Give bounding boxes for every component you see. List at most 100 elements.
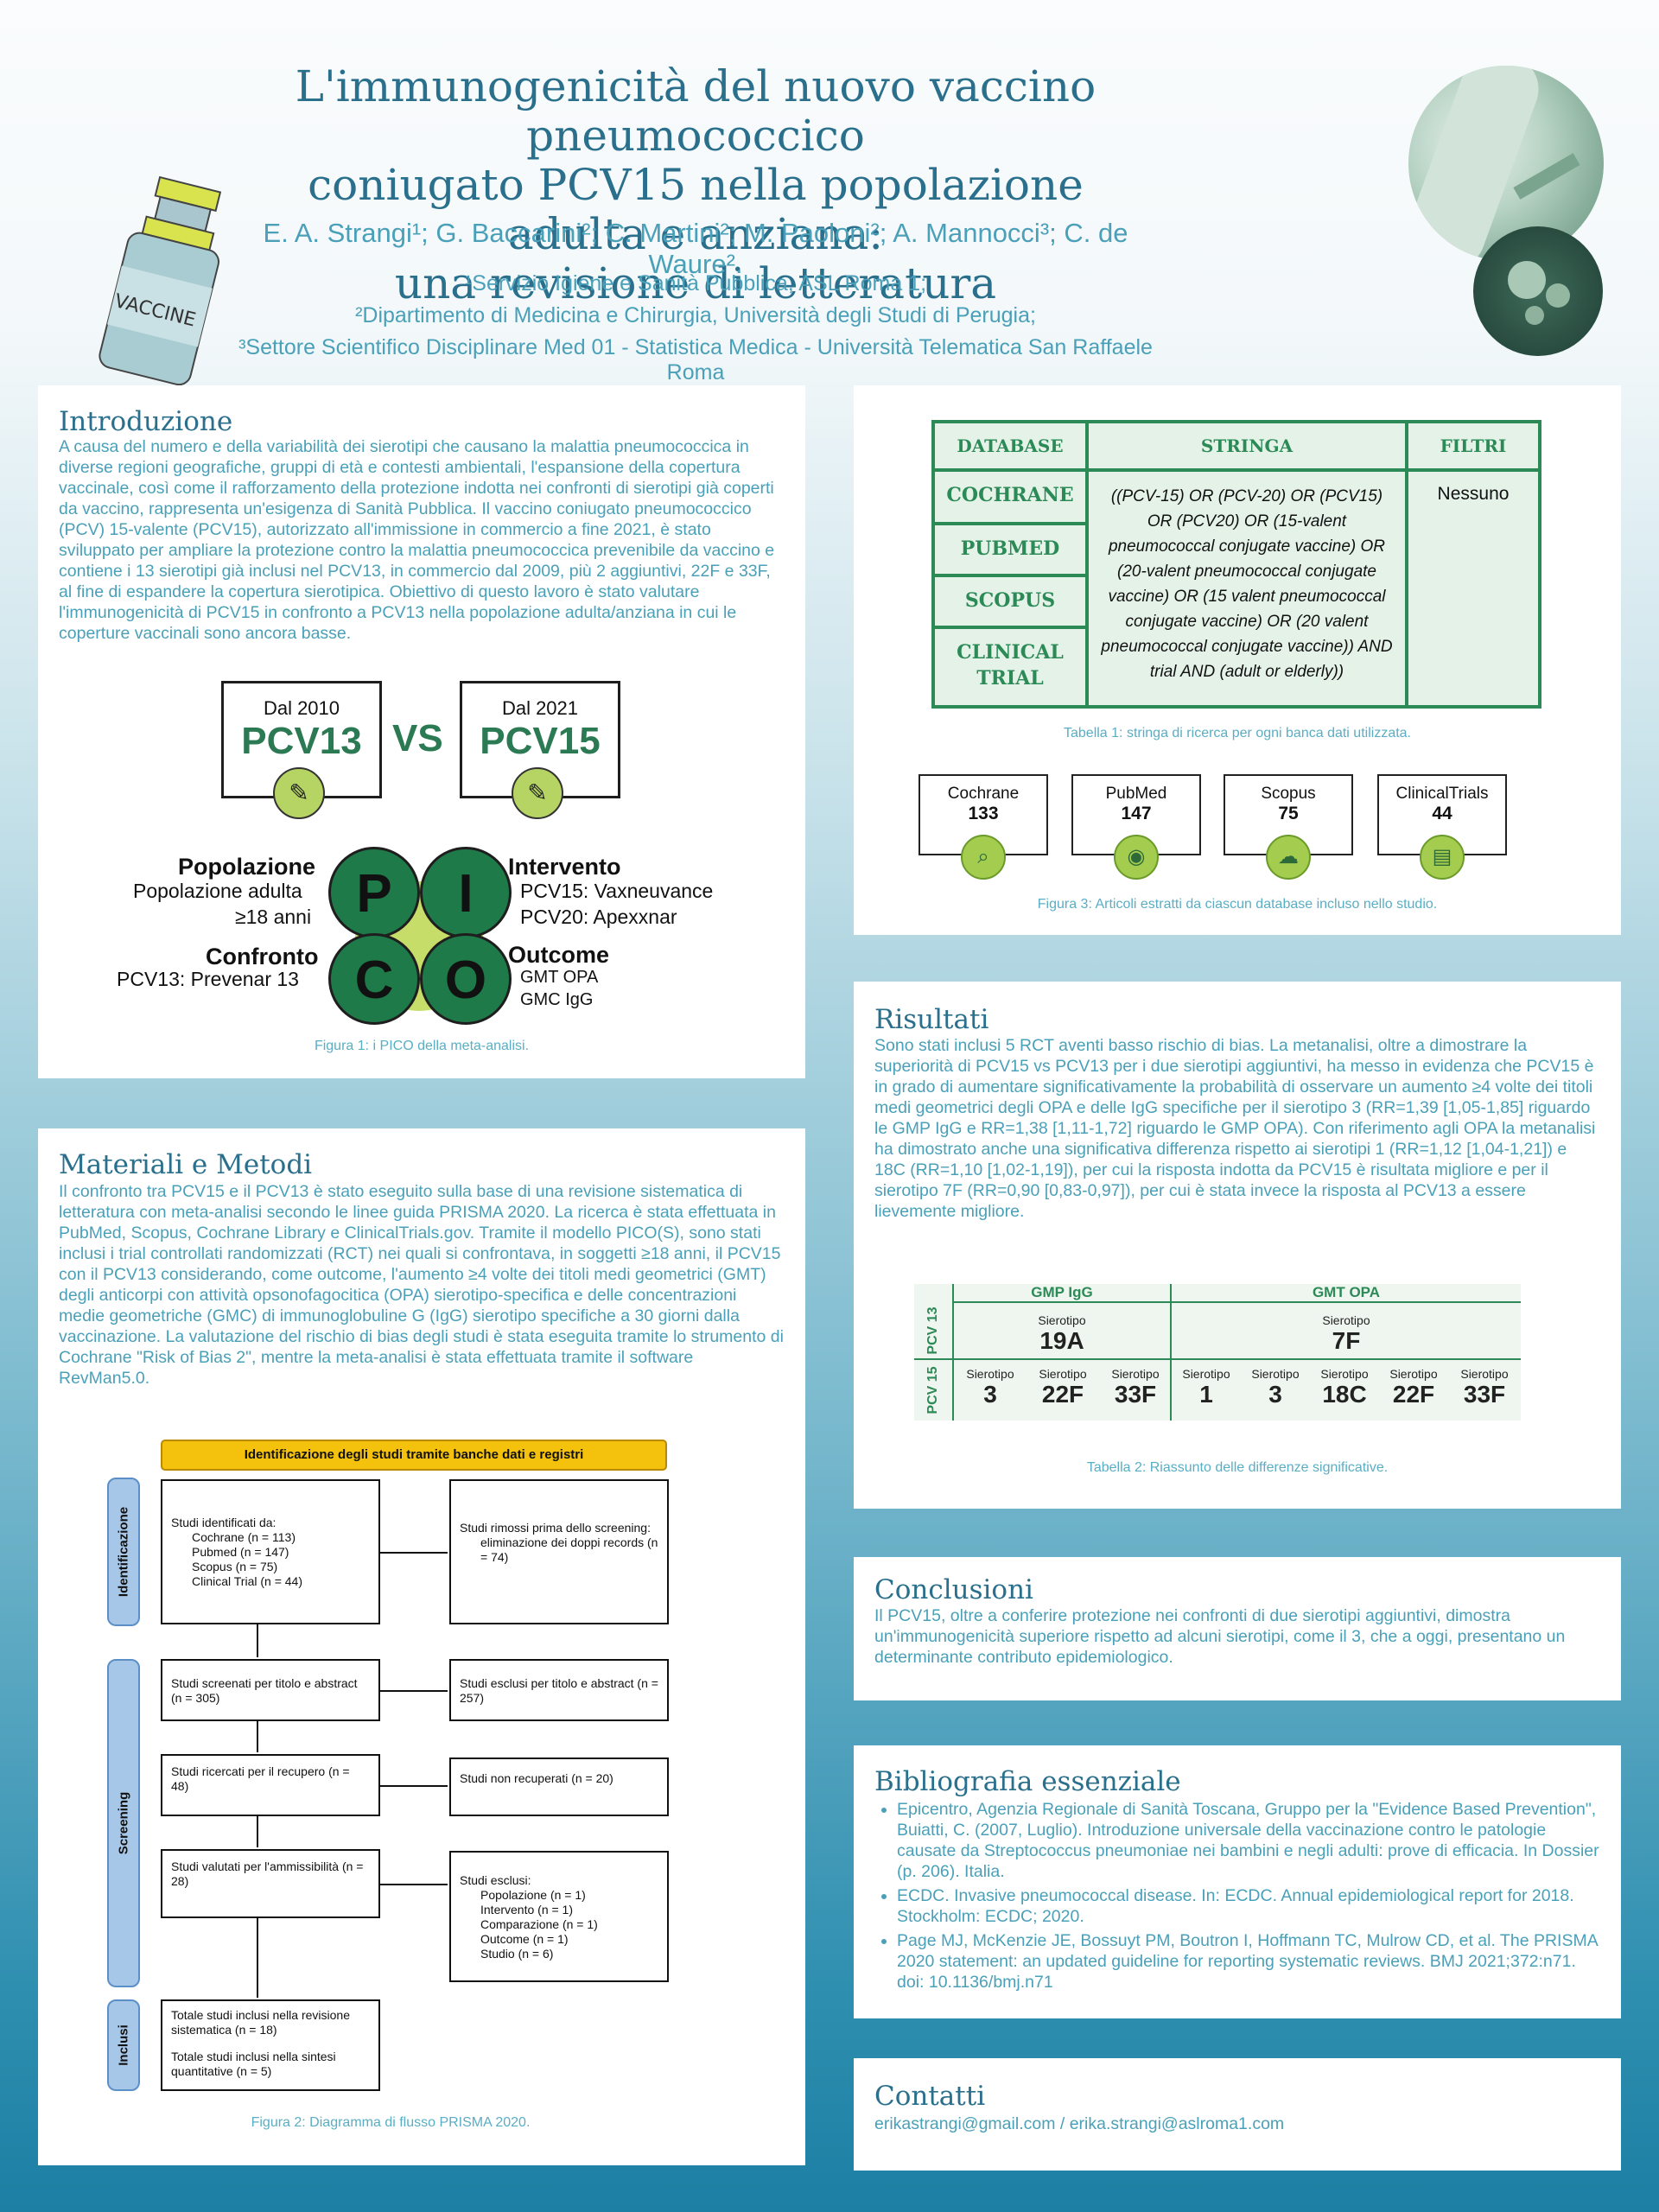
methods-title: Materiali e Metodi	[59, 1149, 313, 1180]
conclusions-title: Conclusioni	[874, 1574, 1033, 1605]
excluded-line: Studi esclusi:	[460, 1873, 531, 1887]
conclusions-text: Il PCV15, oltre a conferire protezione n…	[874, 1606, 1566, 1667]
pico-popolazione-title: Popolazione	[178, 854, 316, 880]
bibliography-panel	[854, 1745, 1621, 2018]
pcv13-opa-serotype: 7F	[1332, 1327, 1361, 1354]
identified-line: Clinical Trial (n = 44)	[192, 1574, 302, 1588]
prisma-header-label: Identificazione degli studi tramite banc…	[244, 1447, 584, 1462]
box-excluded-title: Studi esclusi per titolo e abstract (n =…	[449, 1659, 669, 1721]
database-pubmed: PUBMED	[960, 537, 1060, 560]
identified-line: Pubmed (n = 147)	[192, 1545, 289, 1559]
flow-arrow	[257, 1721, 258, 1752]
db-name: PubMed	[1105, 785, 1167, 803]
phase-screening: Screening	[107, 1659, 140, 1987]
pcv13-name: PCV13	[241, 720, 362, 762]
pico-letter-p: P	[328, 847, 420, 938]
search-icon: ⌕	[961, 835, 1006, 880]
prisma-header: Identificazione degli studi tramite banc…	[161, 1440, 667, 1471]
results-panel	[854, 982, 1621, 1509]
removed-line: eliminazione dei doppi records (n = 74)	[480, 1535, 658, 1564]
serotype-label: Sierotipo	[1320, 1367, 1369, 1381]
excluded-line: Intervento (n = 1)	[480, 1903, 574, 1916]
pico-confronto-title: Confronto	[206, 944, 319, 969]
table2-caption: Tabella 2: Riassunto delle differenze si…	[1086, 1460, 1389, 1475]
excluded-line: Outcome (n = 1)	[480, 1932, 569, 1946]
excluded-line: Comparazione (n = 1)	[480, 1917, 598, 1931]
intro-text: A causa del numero e della variabilità d…	[59, 437, 775, 643]
bibliography-item: ECDC. Invasive pneumococcal disease. In:…	[897, 1885, 1605, 1927]
column-header-stringa: STRINGA	[1200, 435, 1294, 456]
column-header-gmt-opa: GMT OPA	[1312, 1284, 1381, 1300]
filter-value: Nessuno	[1437, 484, 1510, 504]
phase-identificazione: Identificazione	[107, 1478, 140, 1626]
search-table: DATABASE STRINGA FILTRI COCHRANE PUBMED …	[931, 420, 1541, 709]
flow-arrow	[380, 1785, 448, 1787]
title-line-1: L'immunogenicità del nuovo vaccino pneum…	[295, 61, 1096, 161]
box-not-retrieved: Studi non recuperati (n = 20)	[449, 1758, 669, 1816]
box-identified: Studi identificati da: Cochrane (n = 113…	[161, 1479, 380, 1624]
db-name: Scopus	[1261, 785, 1316, 803]
column-header-gmp-igg: GMP IgG	[1031, 1284, 1093, 1300]
results-title: Risultati	[874, 1004, 989, 1035]
excluded-line: Studio (n = 6)	[480, 1947, 554, 1961]
syringe-icon: ✎	[512, 767, 563, 819]
box-excluded: Studi esclusi: Popolazione (n = 1) Inter…	[449, 1851, 669, 1982]
database-cochrane: COCHRANE	[946, 484, 1074, 506]
eye-icon: ◉	[1114, 835, 1159, 880]
brain-icon: ☁	[1266, 835, 1311, 880]
pico-outcome-line-2: GMC IgG	[520, 990, 594, 1009]
pico-confronto-line-1: PCV13: Prevenar 13	[117, 968, 299, 990]
serotype-label: Sierotipo	[966, 1367, 1014, 1381]
figure2-caption: Figura 2: Diagramma di flusso PRISMA 202…	[251, 2115, 531, 2130]
pcv15-name: PCV15	[480, 720, 601, 762]
results-table: GMP IgG GMT OPA PCV 13 PCV 15 Sierotipo …	[914, 1284, 1521, 1421]
contacts-email[interactable]: erikastrangi@gmail.com / erika.strangi@a…	[874, 2114, 1285, 2133]
pico-letter-i: I	[420, 847, 512, 938]
flow-arrow	[257, 1816, 258, 1847]
serotype-label: Sierotipo	[1038, 1313, 1086, 1327]
serotype-label: Sierotipo	[1039, 1367, 1087, 1381]
phase-inclusi: Inclusi	[107, 1999, 140, 2091]
results-text: Sono stati inclusi 5 RCT aventi basso ri…	[874, 1036, 1596, 1221]
pcv13-year: Dal 2010	[263, 697, 340, 719]
box-screened: Studi screenati per titolo e abstract (n…	[161, 1659, 380, 1721]
flow-arrow	[380, 1884, 448, 1885]
pcv15-year: Dal 2021	[501, 697, 579, 719]
pcv15-box: Dal 2021 PCV15	[460, 681, 620, 798]
pcv15-opa-serotype: 1	[1199, 1381, 1213, 1408]
box-sought: Studi ricercati per il recupero (n = 48)	[161, 1754, 380, 1816]
pcv15-opa-serotype: 22F	[1392, 1381, 1435, 1408]
pico-intervento-line-1: PCV15: Vaxneuvance	[520, 880, 714, 902]
box-removed: Studi rimossi prima dello screening: eli…	[449, 1479, 669, 1624]
column-header-filtri: FILTRI	[1440, 435, 1507, 456]
vs-label: VS	[392, 717, 443, 760]
row-header-pcv15: PCV 15	[925, 1366, 940, 1414]
pcv15-opa-serotype: 33F	[1463, 1381, 1506, 1408]
pico-outcome-title: Outcome	[508, 942, 610, 968]
flow-arrow	[257, 1918, 258, 1998]
identified-line: Studi identificati da:	[171, 1516, 276, 1529]
row-header-pcv13: PCV 13	[925, 1306, 940, 1355]
affiliation-3: ³Settore Scientifico Disciplinare Med 01…	[238, 335, 1153, 385]
db-count: 75	[1278, 804, 1299, 823]
serotype-label: Sierotipo	[1251, 1367, 1300, 1381]
pcv13-box: Dal 2010 PCV13	[221, 681, 382, 798]
flow-arrow	[380, 1552, 448, 1554]
vaccination-photo	[1408, 66, 1604, 261]
syringe-icon: ✎	[273, 767, 325, 819]
box-included: Totale studi inclusi nella revisione sis…	[161, 1999, 380, 2091]
figure1-caption: Figura 1: i PICO della meta-analisi.	[314, 1039, 530, 1053]
contacts-panel	[854, 2058, 1621, 2171]
serotype-label: Sierotipo	[1182, 1367, 1230, 1381]
bibliography-item: Page MJ, McKenzie JE, Bossuyt PM, Boutro…	[897, 1930, 1605, 1993]
document-icon: ▤	[1420, 835, 1465, 880]
removed-line: Studi rimossi prima dello screening:	[460, 1521, 651, 1535]
db-name: ClinicalTrials	[1395, 785, 1489, 803]
bacteria-photo	[1473, 226, 1603, 356]
db-count: 147	[1121, 804, 1152, 823]
pico-popolazione-line-1: Popolazione adulta	[133, 880, 302, 902]
conclusions-panel	[854, 1557, 1621, 1700]
pcv15-igg-serotype: 33F	[1114, 1381, 1157, 1408]
pcv13-igg-serotype: 19A	[1039, 1327, 1084, 1354]
flow-arrow	[257, 1624, 258, 1657]
